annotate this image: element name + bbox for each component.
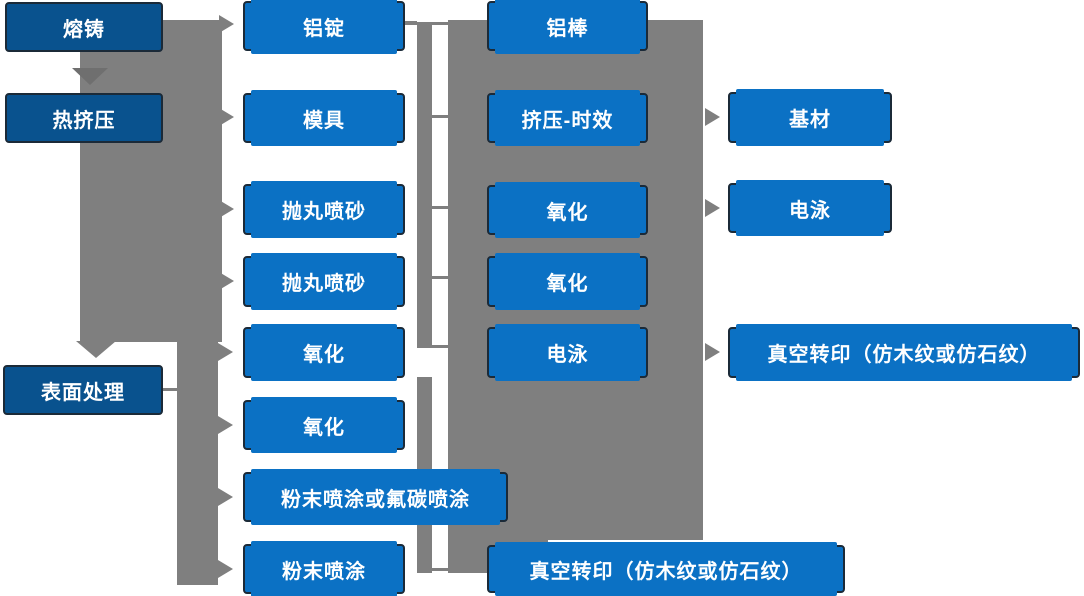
node-hot-extrusion: 热挤压 — [5, 93, 163, 143]
node-label: 粉末喷涂或氟碳喷涂 — [281, 488, 470, 511]
arrow-down-to-surface-treatment-icon — [76, 341, 116, 358]
node-label: 真空转印（仿木纹或仿石纹） — [767, 344, 1041, 366]
link-row-3 — [432, 206, 448, 209]
node-label: 抛丸喷砂 — [282, 201, 366, 223]
link-row-2 — [432, 115, 448, 118]
node-surface-treatment: 表面处理 — [3, 365, 163, 415]
arrow-to-oxidation-2-icon — [218, 416, 233, 434]
link-row-4 — [432, 276, 448, 279]
arrow-to-aluminum-ingot-icon — [219, 15, 234, 33]
node-powder-coating: 粉末喷涂 — [243, 541, 405, 596]
node-label: 氧化 — [546, 273, 589, 295]
arrow-to-electrophoresis-output-icon — [705, 199, 720, 217]
node-vacuum-transfer-print-right: 真空转印（仿木纹或仿石纹） — [728, 324, 1080, 381]
arrow-to-powder-coating-icon — [218, 560, 233, 578]
node-oxidation-2: 氧化 — [243, 397, 405, 453]
arrow-to-shot-blasting-2-icon — [219, 272, 234, 290]
node-oxidation-1: 氧化 — [243, 324, 405, 381]
node-label: 电泳 — [789, 199, 831, 222]
link-row-1 — [432, 22, 448, 25]
node-label: 真空转印（仿木纹或仿石纹） — [529, 560, 803, 583]
node-extrusion-aging: 挤压-时效 — [487, 90, 648, 146]
node-label: 模具 — [303, 109, 345, 132]
node-melting-casting: 熔铸 — [5, 2, 163, 52]
node-label: 电泳 — [546, 344, 589, 366]
node-label: 粉末喷涂 — [282, 560, 366, 583]
node-oxidation-3: 氧化 — [487, 182, 648, 238]
link-ingot-row — [405, 21, 417, 25]
node-label: 表面处理 — [41, 381, 125, 404]
node-aluminum-ingot: 铝锭 — [243, 0, 405, 54]
arrow-to-oxidation-1-icon — [218, 343, 233, 361]
arrow-to-powder-fluorocarbon-icon — [218, 488, 233, 506]
node-vacuum-transfer-print-bottom: 真空转印（仿木纹或仿石纹） — [487, 542, 845, 596]
node-label: 铝棒 — [546, 17, 589, 40]
node-powder-or-fluorocarbon-coating: 粉末喷涂或氟碳喷涂 — [243, 469, 508, 525]
node-aluminum-rod: 铝棒 — [487, 0, 648, 54]
node-label: 基材 — [789, 109, 831, 131]
arrow-down-melting-to-extrusion-icon — [72, 68, 108, 85]
node-label: 抛丸喷砂 — [282, 273, 366, 295]
node-electrophoresis-1: 电泳 — [487, 324, 648, 381]
arrow-to-shot-blasting-1-icon — [219, 200, 234, 218]
node-label: 热挤压 — [52, 109, 116, 132]
node-label: 铝锭 — [303, 17, 345, 40]
node-base-material: 基材 — [728, 89, 892, 146]
node-label: 氧化 — [303, 416, 345, 439]
node-label: 氧化 — [546, 201, 589, 224]
link-bottom-row — [432, 568, 448, 571]
arrow-to-base-material-icon — [705, 108, 720, 126]
node-label: 氧化 — [303, 344, 345, 366]
node-mold: 模具 — [243, 90, 405, 146]
link-row-5 — [432, 345, 448, 348]
mid-connector-bar-upper — [417, 22, 432, 348]
node-shot-blasting-2: 抛丸喷砂 — [243, 253, 405, 310]
arrow-to-vacuum-transfer-output-icon — [705, 343, 720, 361]
node-electrophoresis-2: 电泳 — [728, 180, 892, 236]
surface-treatment-stub-line — [163, 388, 177, 391]
node-shot-blasting-1: 抛丸喷砂 — [243, 181, 405, 238]
node-label: 挤压-时效 — [521, 109, 614, 132]
node-label: 熔铸 — [63, 18, 105, 41]
node-oxidation-4: 氧化 — [487, 253, 648, 310]
arrow-to-mold-icon — [219, 108, 234, 126]
surface-treatment-connector-band — [177, 342, 218, 585]
